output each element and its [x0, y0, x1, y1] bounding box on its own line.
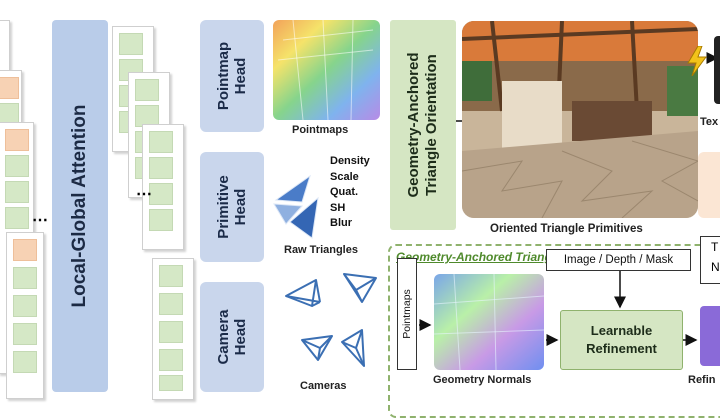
pointmap-image [273, 20, 380, 120]
oriented-triangles-render [462, 21, 698, 218]
token-cell [13, 323, 37, 345]
token-cell [149, 183, 173, 205]
lightning-icon [687, 46, 707, 76]
token-cell [13, 239, 37, 261]
token-cell [5, 207, 29, 229]
token-cell [13, 351, 37, 373]
token-stack [142, 124, 184, 250]
attention-label: Local-Global Attention [69, 104, 90, 308]
ellipsis: ⋯ [32, 212, 48, 229]
token-cell [149, 157, 173, 179]
token-cell [159, 375, 183, 391]
partial-panel [714, 36, 720, 104]
camera-head-box [200, 282, 264, 392]
inputs-label: Image / Depth / Mask [546, 249, 691, 271]
tex-caption-partial: Tex [700, 116, 719, 128]
cameras-caption: Cameras [300, 380, 347, 392]
token-cell [0, 77, 19, 99]
raw-triangles-graphic [273, 174, 319, 239]
partial-panel-light [698, 152, 720, 218]
cameras-graphic [285, 273, 377, 367]
token-cell [119, 33, 143, 55]
refined-image-partial [700, 306, 720, 366]
token-stack [152, 258, 194, 400]
partial-box-tn: T N [700, 236, 720, 284]
pointmaps-caption: Pointmaps [292, 124, 349, 136]
token-stack [6, 232, 44, 399]
orientation-block [390, 20, 456, 230]
token-cell [149, 131, 173, 153]
pointmaps-input-label: Pointmaps [397, 258, 417, 370]
token-cell [159, 321, 183, 343]
pointmap-head-box [200, 20, 264, 132]
raw-triangles-caption: Raw Triangles [284, 244, 358, 256]
token-cell [13, 295, 37, 317]
geometry-normals-image [434, 274, 544, 370]
token-cell [13, 267, 37, 289]
normals-caption: Geometry Normals [433, 374, 532, 386]
ellipsis: ⋯ [136, 186, 152, 203]
primitive-attributes: Density Scale Quat. SH Blur [330, 155, 370, 229]
token-cell [5, 155, 29, 177]
token-cell [149, 209, 173, 231]
token-cell [159, 349, 183, 371]
attention-block [52, 20, 108, 392]
token-cell [5, 181, 29, 203]
refined-caption-partial: Refin [688, 374, 716, 386]
token-cell [159, 293, 183, 315]
token-cell [135, 79, 159, 101]
oriented-caption: Oriented Triangle Primitives [490, 223, 643, 235]
token-cell [5, 129, 29, 151]
primitive-head-box [200, 152, 264, 262]
scene-illustration [462, 21, 698, 218]
token-cell [159, 265, 183, 287]
